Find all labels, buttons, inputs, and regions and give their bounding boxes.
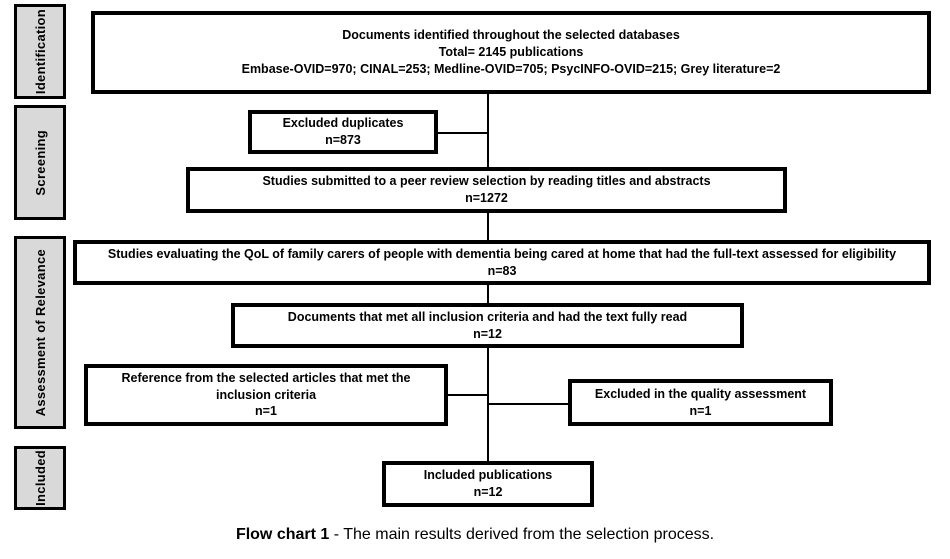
connector-identified-to-peer-review <box>487 93 489 168</box>
box-full-text-eligibility-line-1: Studies evaluating the QoL of family car… <box>107 246 897 261</box>
connector-spine-to-excluded-quality <box>487 403 570 405</box>
box-included-publications-line-2: n=12 <box>473 485 503 499</box>
box-excluded-duplicates-line-1: Excluded duplicates <box>282 116 404 131</box>
connector-full-text-to-inclusion-criteria <box>487 283 489 305</box>
stage-tag-assessment-of-relevance: Assessment of Relevance <box>14 236 66 429</box>
box-peer-review-selection: Studies submitted to a peer review selec… <box>186 167 787 213</box>
box-reference-from-selected-articles: Reference from the selected articles tha… <box>84 364 448 426</box>
box-reference-from-selected-articles-line-1: Reference from the selected articles tha… <box>121 370 411 385</box>
figure-caption-label: Flow chart 1 <box>235 526 330 543</box>
box-excluded-quality-assessment: Excluded in the quality assessment n=1 <box>568 379 833 426</box>
box-excluded-quality-assessment-line-1: Excluded in the quality assessment <box>594 386 807 401</box>
stage-tag-included-label: Included <box>32 450 48 506</box>
box-excluded-duplicates: Excluded duplicates n=873 <box>248 110 438 154</box>
box-met-inclusion-criteria: Documents that met all inclusion criteri… <box>231 303 744 348</box>
box-met-inclusion-criteria-line-1: Documents that met all inclusion criteri… <box>287 309 688 324</box>
box-included-publications: Included publications n=12 <box>382 461 594 507</box>
box-documents-identified-line-2: Total= 2145 publications <box>438 45 584 60</box>
box-met-inclusion-criteria-line-2: n=12 <box>473 326 502 341</box>
figure-caption: Flow chart 1 - The main results derived … <box>0 525 950 544</box>
box-full-text-eligibility-line-2: n=83 <box>487 263 517 278</box>
box-included-publications-line-1: Included publications <box>423 468 553 483</box>
stage-tag-screening-label: Screening <box>32 129 48 196</box>
box-full-text-eligibility: Studies evaluating the QoL of family car… <box>73 240 931 285</box>
stage-tag-assessment-of-relevance-label: Assessment of Relevance <box>32 248 48 417</box>
stage-tag-identification: Identification <box>14 4 66 99</box>
box-reference-from-selected-articles-line-3: n=1 <box>255 404 277 419</box>
box-documents-identified-line-3: Embase-OVID=970; CINAL=253; Medline-OVID… <box>241 61 781 76</box>
stage-tag-identification-label: Identification <box>32 8 48 95</box>
box-documents-identified: Documents identified throughout the sele… <box>91 11 931 94</box>
box-excluded-duplicates-line-2: n=873 <box>325 133 361 147</box>
connector-duplicates-to-spine <box>436 132 489 134</box>
connector-reference-selected-to-spine <box>447 394 489 396</box>
box-peer-review-selection-line-2: n=1272 <box>465 191 508 205</box>
box-reference-from-selected-articles-line-2: inclusion criteria <box>215 387 317 402</box>
box-excluded-quality-assessment-line-2: n=1 <box>689 403 712 418</box>
box-documents-identified-line-1: Documents identified throughout the sele… <box>342 28 680 43</box>
connector-peer-review-to-full-text <box>487 211 489 241</box>
figure-caption-text: - The main results derived from the sele… <box>329 526 715 543</box>
stage-tag-included: Included <box>14 446 66 510</box>
stage-tag-screening: Screening <box>14 105 66 220</box>
box-peer-review-selection-line-1: Studies submitted to a peer review selec… <box>262 174 711 189</box>
